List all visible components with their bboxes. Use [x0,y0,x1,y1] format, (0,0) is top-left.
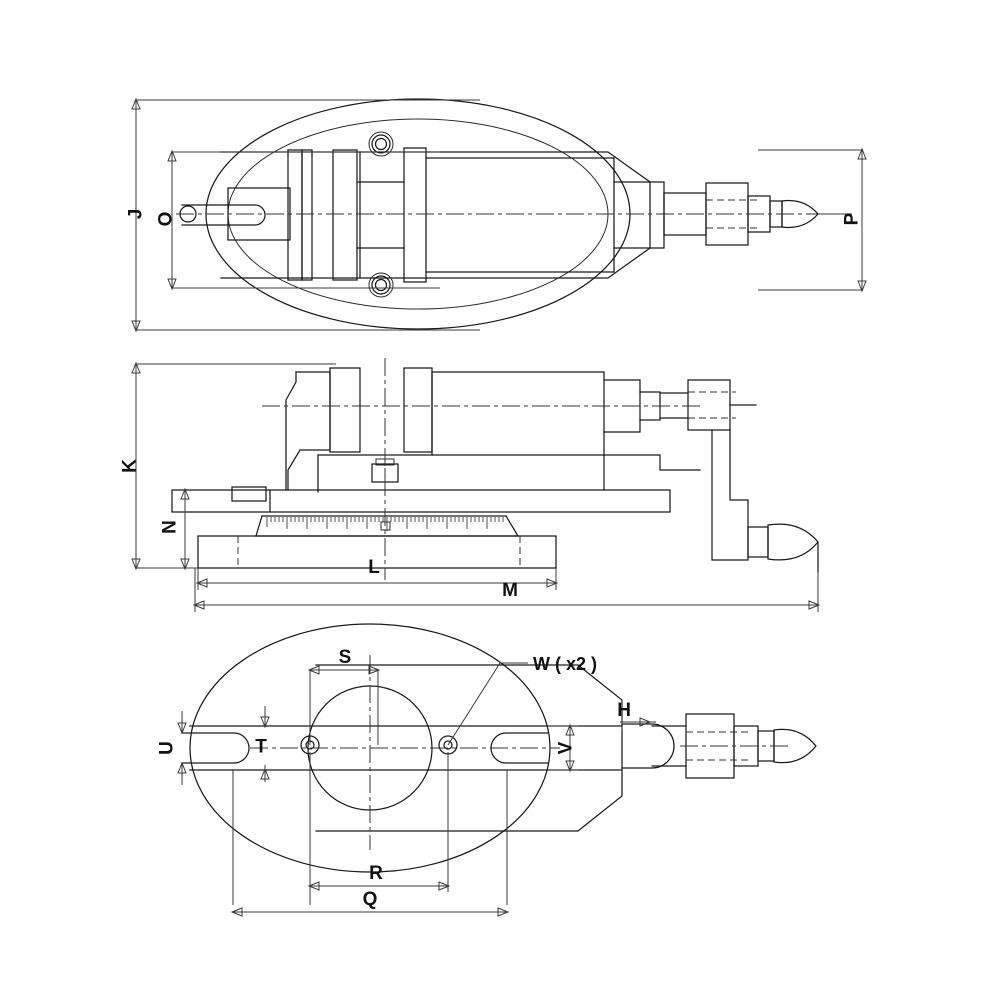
mounting-bolt-top [368,131,394,157]
base-body-outline [315,664,623,832]
dimension-T: T [255,706,270,782]
fixed-jaw-profile [287,371,331,491]
base-handle-knob [773,728,817,764]
dimension-label-V: V [556,741,577,754]
dimension-Q: Q [230,889,510,917]
base-hidden-edges [237,536,521,568]
screw-thread-hidden-lines [706,199,760,229]
dimension-label-T: T [255,737,267,758]
callout-W: W ( x2 ) [447,654,597,746]
left-jaw-pocket [227,187,291,241]
main-body-block [425,157,615,273]
dimension-label-K: K [120,459,141,473]
crank-knob-neck [747,526,769,558]
callout-label-W: W ( x2 ) [533,654,597,674]
top-view: J O P [126,97,867,333]
dimension-J: J [126,97,480,333]
turntable-plate [171,489,671,513]
right-body-step [603,454,701,471]
dimension-label-N: N [160,520,181,534]
jaw-plate-b [301,149,313,281]
dimension-label-O: O [156,212,177,227]
fixed-jaw-back-face [285,371,297,491]
nose-slot [181,204,266,226]
dimension-O: O [156,149,440,291]
dimension-label-M: M [502,580,518,601]
crank-arm [711,429,749,561]
dimension-U: U [157,711,187,785]
jaw-block-rear [403,147,427,283]
dimension-label-Q: Q [363,889,378,910]
turntable-lug [231,486,267,502]
dimension-R: R [307,863,451,891]
dimension-label-U: U [157,741,178,755]
body-step-block [613,181,665,249]
dimension-label-P: P [842,212,863,225]
base-view: S T U V [157,623,817,917]
dimension-P: P [758,147,867,293]
dimension-S: S [307,647,381,675]
dimension-label-H: H [617,700,631,721]
dimension-M: M [192,568,821,612]
base-thread-hidden [686,731,752,761]
protractor-scale [255,515,520,537]
fixed-jaw-plate [329,367,361,453]
front-view: K N L M [120,358,821,612]
dimension-L: L [195,557,559,590]
dimension-V: V [548,723,578,773]
jaw-block-front [332,149,358,281]
dimension-K: K [120,361,336,571]
axis-marker-circle [179,205,197,223]
slide-body [431,371,605,456]
screw-thread-front-hidden [688,391,736,419]
screw-shank-front [659,392,689,419]
crank-knob [767,523,819,561]
movable-jaw-plate [403,367,433,453]
dimension-N: N [160,487,190,571]
dimension-label-J: J [126,209,147,220]
left-key-slot [181,732,250,764]
mounting-bolt-bottom [368,272,394,298]
base-screw-shank [651,725,687,767]
dimension-label-R: R [369,863,383,884]
dimension-label-S: S [339,647,352,668]
dimension-H: H [617,700,656,730]
crank-hub [687,379,731,431]
dimension-label-L: L [368,557,380,578]
base-nose-boss [621,723,675,769]
